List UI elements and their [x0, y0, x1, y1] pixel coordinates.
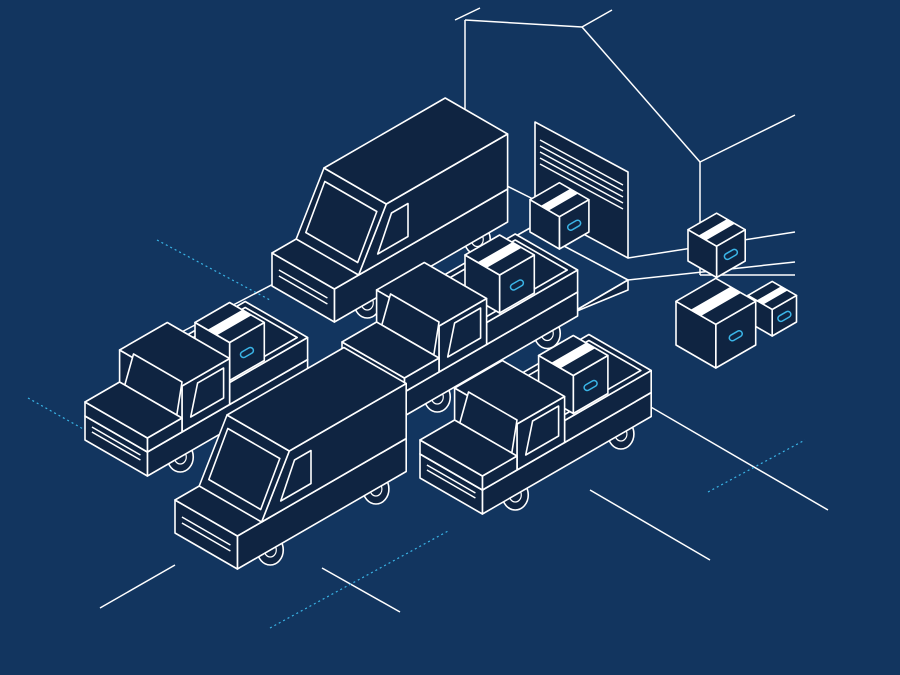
van-front-grille	[181, 522, 231, 552]
dotted-guide-line	[269, 529, 451, 629]
door-slat	[539, 139, 624, 186]
pickup-truck-front-package-tape	[551, 342, 596, 369]
pickup-truck-left-package-label-icon	[239, 346, 255, 359]
roof-edge	[454, 7, 481, 21]
pickup-truck-left-grille	[91, 431, 141, 461]
package-large-tape	[690, 286, 741, 317]
van-back-roof	[323, 97, 509, 205]
pickup-truck-middle	[341, 233, 579, 417]
package-large-label-icon	[728, 330, 743, 342]
package-small-tape	[756, 286, 788, 305]
pickup-truck-left-package-tape	[207, 309, 252, 336]
package-top-label-icon	[723, 248, 739, 261]
van-front-grille	[181, 516, 231, 546]
van-front	[174, 346, 408, 570]
roof-edge	[699, 114, 796, 163]
van-front-windshield	[208, 427, 281, 511]
lane-line	[624, 391, 829, 511]
pickup-truck-left-side-window	[189, 367, 225, 418]
van-back-grille	[278, 269, 328, 299]
pickup-truck-front-side-window	[524, 405, 560, 456]
door-slat	[539, 151, 624, 198]
pickup-truck-front-hood-top	[419, 419, 518, 477]
roof-edge	[464, 19, 583, 28]
package-stack	[675, 212, 798, 369]
pickup-truck-middle-hood-top	[341, 321, 440, 379]
pickup-truck-left	[84, 300, 309, 477]
lane-line	[589, 489, 711, 561]
lane-line	[321, 567, 401, 613]
pickup-truck-left-hood-top	[84, 381, 183, 439]
pickup-truck-middle-package-label-icon	[509, 279, 525, 291]
dotted-guide-line	[27, 397, 86, 431]
van-front-side-window	[279, 449, 312, 502]
package-small-label-icon	[777, 310, 792, 323]
pickup-truck-front	[419, 333, 653, 515]
pickup-truck-left-grille	[91, 426, 141, 456]
van-back-windshield	[304, 180, 378, 264]
dock-package-label-icon	[566, 219, 582, 231]
pickup-truck-front-grille	[426, 464, 476, 494]
van-back-grille	[278, 275, 328, 305]
pickup-truck-middle-package-tape	[477, 242, 522, 268]
door-slat	[539, 157, 624, 204]
van-front-roof	[226, 346, 408, 452]
roof-edge	[581, 9, 613, 28]
roof-edge	[581, 26, 701, 163]
lane-line	[99, 564, 176, 609]
door-slat	[539, 163, 624, 210]
door-slat	[539, 145, 624, 192]
pickup-truck-front-grille	[426, 469, 476, 499]
dotted-guide-line	[707, 439, 806, 493]
dotted-guide-line	[156, 239, 271, 301]
van-back-side-window	[376, 202, 409, 255]
pickup-truck-front-package-label-icon	[583, 379, 598, 392]
package-top-tape	[698, 218, 735, 241]
dock-package-tape	[540, 188, 579, 211]
pickup-truck-middle-side-window	[446, 307, 482, 358]
